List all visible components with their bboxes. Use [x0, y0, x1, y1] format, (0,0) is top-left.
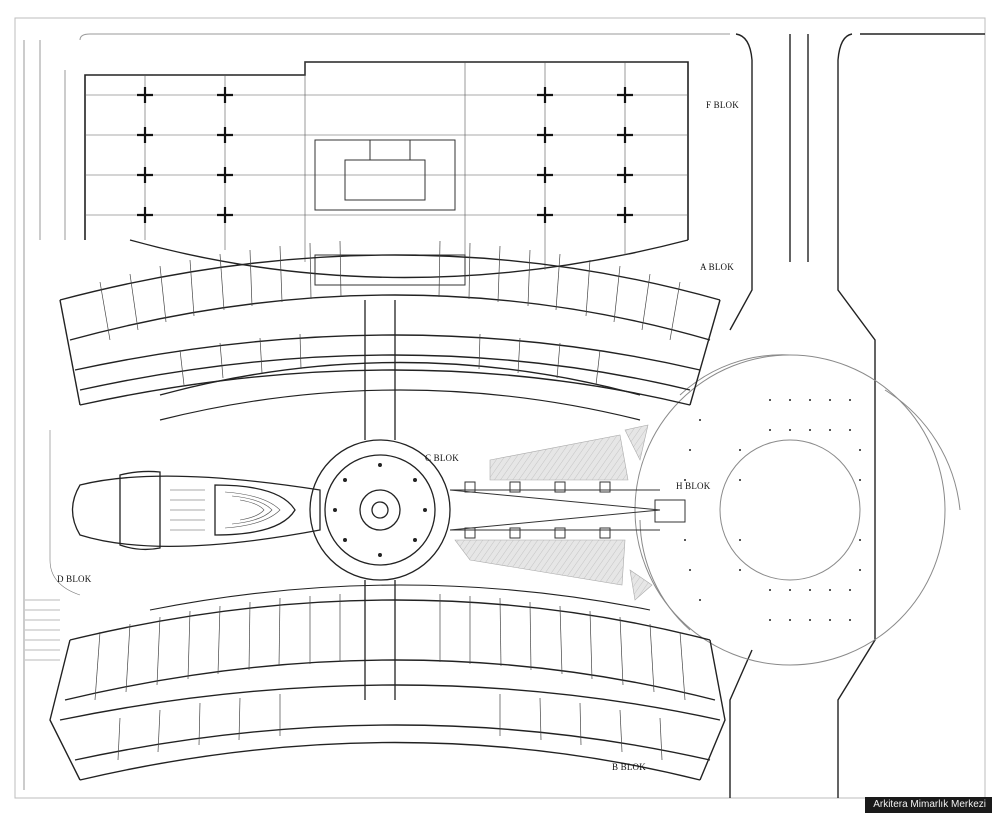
b-blok-rooms — [94, 594, 686, 761]
credit-badge: Arkitera Mimarlık Merkezi — [865, 797, 992, 813]
d-blok-label: D BLOK — [57, 574, 92, 584]
f-blok-grid — [85, 62, 688, 280]
f-blok-core — [314, 139, 466, 286]
site-boundary — [14, 17, 986, 799]
c-blok-rotunda — [309, 300, 451, 700]
landscape-hatch — [454, 424, 653, 601]
f-blok-columns — [137, 87, 633, 223]
f-blok-parking — [84, 61, 689, 279]
a-blok-building — [59, 254, 721, 421]
auditorium-seating — [170, 489, 281, 531]
h-blok-label: H BLOK — [676, 481, 711, 491]
b-blok-label: B BLOK — [612, 762, 646, 772]
plaza-parking-grid — [684, 399, 861, 621]
a-blok-rooms — [99, 240, 681, 386]
d-blok-ramp — [25, 430, 81, 661]
c-blok-columns — [333, 463, 427, 557]
a-blok-label: A BLOK — [700, 262, 734, 272]
c-blok-label: C BLOK — [425, 453, 459, 463]
b-blok-building — [49, 584, 726, 781]
h-blok-connector — [449, 481, 686, 539]
plaza-circles — [634, 354, 961, 666]
d-blok-building — [71, 470, 321, 551]
f-blok-label: F BLOK — [706, 100, 739, 110]
left-road — [23, 33, 730, 790]
right-boulevard — [729, 33, 985, 798]
